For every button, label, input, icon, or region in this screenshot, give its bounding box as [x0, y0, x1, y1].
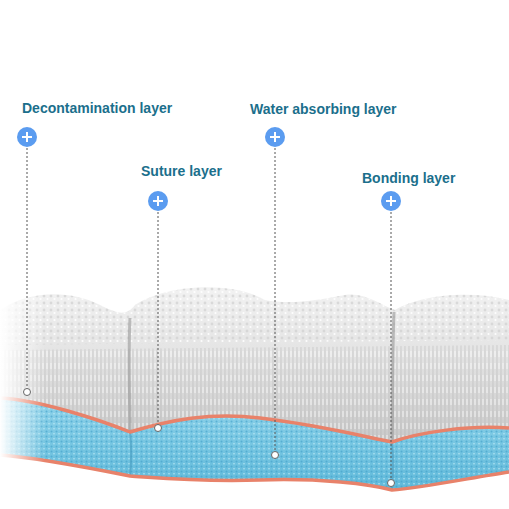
- layer-label: Water absorbing layer: [250, 100, 397, 118]
- layer-label: Suture layer: [141, 162, 222, 180]
- layer-label: Decontamination layer: [22, 99, 172, 117]
- layer-label: Bonding layer: [362, 169, 455, 187]
